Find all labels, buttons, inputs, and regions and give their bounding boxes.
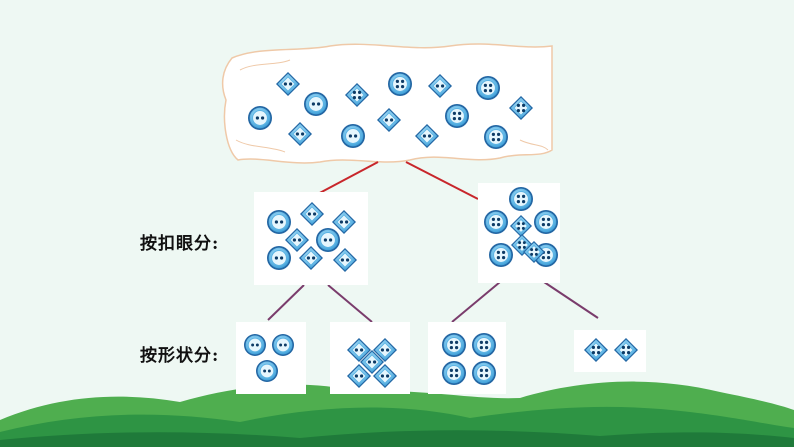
square-button-2-holes xyxy=(300,202,324,226)
panel-round-four-holes xyxy=(428,322,506,394)
round-button-2-holes xyxy=(244,334,266,356)
round-button-4-holes xyxy=(472,333,496,357)
round-button-4-holes xyxy=(445,104,469,128)
square-button-4-holes xyxy=(509,96,533,120)
round-button-2-holes xyxy=(248,106,272,130)
round-button-4-holes xyxy=(484,210,508,234)
buttons-layer xyxy=(244,72,638,388)
connector-mid-left-a xyxy=(267,284,305,321)
square-button-2-holes xyxy=(332,210,356,234)
round-button-2-holes xyxy=(267,210,291,234)
connector-top-right xyxy=(405,161,479,200)
square-button-2-holes xyxy=(333,248,357,272)
square-button-2-holes xyxy=(347,364,371,388)
round-button-4-holes xyxy=(388,72,412,96)
connector-mid-right-b xyxy=(543,281,599,319)
square-button-2-holes xyxy=(285,228,309,252)
round-button-4-holes xyxy=(489,243,513,267)
connector-top-left xyxy=(313,161,379,197)
square-button-2-holes xyxy=(347,338,371,362)
round-button-2-holes xyxy=(272,334,294,356)
tree-connectors xyxy=(267,161,599,323)
round-button-2-holes xyxy=(341,124,365,148)
round-button-2-holes xyxy=(256,360,278,382)
square-button-2-holes xyxy=(360,350,384,374)
square-button-2-holes xyxy=(299,246,323,270)
connector-mid-left-b xyxy=(327,284,373,323)
round-button-4-holes xyxy=(509,187,533,211)
square-button-4-holes xyxy=(510,215,532,237)
square-button-4-holes xyxy=(614,338,638,362)
round-button-4-holes xyxy=(534,210,558,234)
square-button-2-holes xyxy=(415,124,439,148)
round-button-4-holes xyxy=(442,333,466,357)
square-button-2-holes xyxy=(373,364,397,388)
square-button-4-holes xyxy=(345,83,369,107)
round-button-4-holes xyxy=(472,361,496,385)
hills-decoration xyxy=(0,381,794,447)
label-by-shape: 按形状分: xyxy=(140,346,220,366)
group-panels xyxy=(236,183,646,394)
square-button-4-holes xyxy=(584,338,608,362)
round-button-2-holes xyxy=(304,92,328,116)
round-button-4-holes xyxy=(484,125,508,149)
square-button-4-holes xyxy=(523,241,545,263)
square-button-2-holes xyxy=(276,72,300,96)
round-button-2-holes xyxy=(267,246,291,270)
square-button-2-holes xyxy=(288,122,312,146)
round-button-4-holes xyxy=(442,361,466,385)
square-button-2-holes xyxy=(428,74,452,98)
square-button-2-holes xyxy=(373,338,397,362)
connector-mid-right-a xyxy=(451,281,501,323)
panel-round-two-holes xyxy=(236,322,306,394)
round-button-4-holes xyxy=(476,76,500,100)
square-button-2-holes xyxy=(377,108,401,132)
round-button-2-holes xyxy=(316,228,340,252)
label-by-holes: 按扣眼分: xyxy=(140,234,220,254)
